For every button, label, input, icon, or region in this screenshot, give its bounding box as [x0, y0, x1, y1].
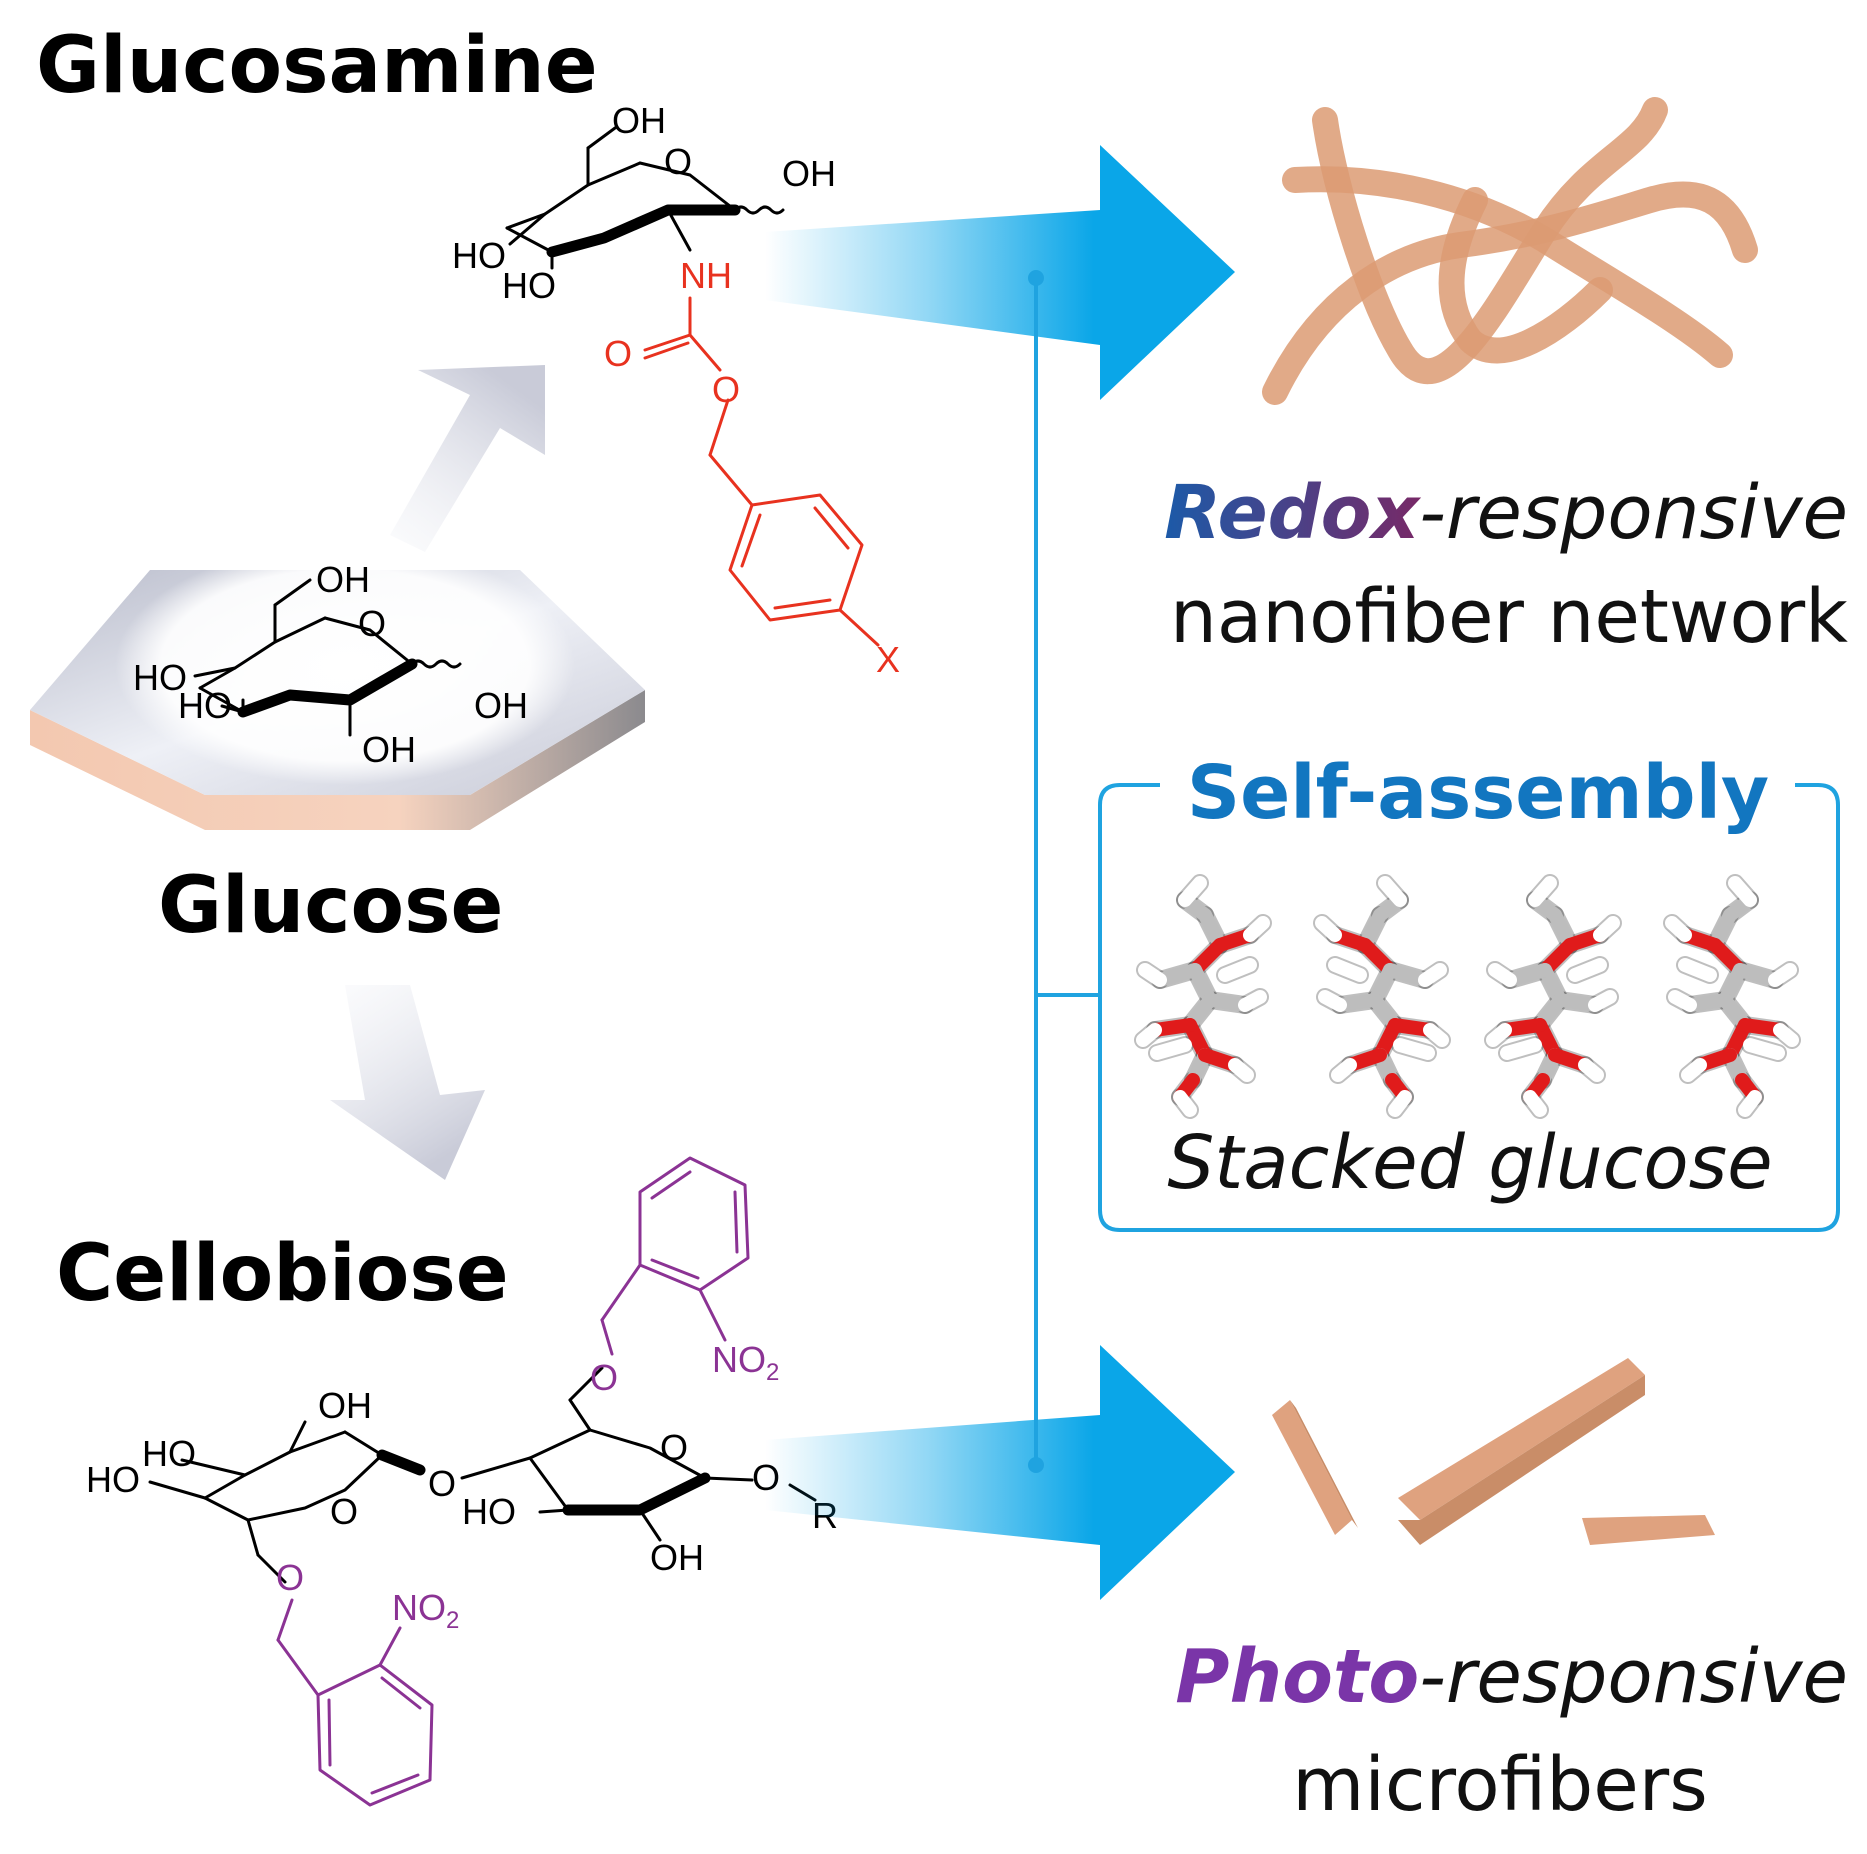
model-bond [1173, 1090, 1197, 1117]
cellobiose-title: Cellobiose [56, 1229, 509, 1319]
glucose-ho-lower: HO [178, 685, 232, 726]
nitro-group-upper: NO2 [712, 1339, 779, 1386]
nanofiber-network [1262, 97, 1758, 405]
model-bond [1500, 1038, 1542, 1060]
nitro-group-lower: NO2 [392, 1587, 459, 1634]
model-bond [1150, 1038, 1192, 1060]
glucose-structure: OH O HO HO OH OH [133, 559, 528, 770]
glucose-hexagon-slab [30, 545, 645, 830]
glucose-title: Glucose [158, 861, 503, 951]
model-bond [1743, 1038, 1785, 1060]
glucose-oh-top: OH [316, 559, 370, 600]
model-bond [1418, 963, 1447, 987]
substituent-x: X [876, 639, 900, 680]
model-bond [1578, 1058, 1604, 1082]
cellobiose-ho-left: HO [86, 1459, 140, 1500]
cellobiose-ether-o-lower: O [276, 1557, 304, 1598]
model-bond [1728, 876, 1757, 907]
glucosamine-nh: NH [680, 255, 732, 296]
model-bond [1178, 876, 1207, 907]
self-assembly-connector [1028, 270, 1100, 1473]
model-bond [1768, 963, 1797, 987]
cellobiose-ring-o-right: O [660, 1427, 688, 1468]
self-assembly-box: Self-assembly Stacked glucose [1098, 750, 1840, 1232]
photo-word: Photo [1175, 1634, 1419, 1720]
model-bond [1528, 876, 1557, 907]
model-bond [1423, 1023, 1449, 1047]
cellobiose-ether-o-upper: O [590, 1357, 618, 1398]
redox-suffix: -responsive [1419, 470, 1848, 556]
model-bond [1138, 963, 1167, 987]
glucose-ring-o: O [358, 603, 386, 644]
model-bond [1738, 1090, 1762, 1117]
model-bond [1388, 1090, 1412, 1117]
glucose-oh-bottom: OH [362, 729, 416, 770]
glucosamine-oh-right: OH [782, 153, 836, 194]
model-bond [1315, 916, 1342, 942]
glucose-stick-model [1486, 876, 1620, 1117]
redox-caption: Redox-responsive [1164, 470, 1848, 556]
connector-dot-top [1028, 270, 1044, 286]
model-bond [1393, 1038, 1435, 1060]
cellobiose-oh-bottom: OH [650, 1537, 704, 1578]
photo-caption: Photo-responsive [1175, 1634, 1848, 1720]
blue-arrow-bottom [765, 1345, 1235, 1600]
model-bond [1218, 958, 1257, 982]
redox-word: Redox [1164, 470, 1421, 556]
carbamate-ester-o: O [712, 369, 740, 410]
model-bond [1228, 1058, 1254, 1082]
stacked-glucose-caption: Stacked glucose [1167, 1120, 1772, 1206]
model-bond [1665, 916, 1692, 942]
cellobiose-oh-top: OH [318, 1385, 372, 1426]
cellobiose-ho-right: HO [462, 1491, 516, 1532]
self-assembly-title: Self-assembly [1187, 750, 1769, 836]
redox-caption-line2: nanofiber network [1170, 574, 1848, 660]
model-bond [1378, 876, 1407, 907]
model-bond [1318, 990, 1347, 1012]
microfibers [1272, 1358, 1715, 1545]
glucosamine-oh-top: OH [612, 100, 666, 141]
glucose-ho-left: HO [133, 657, 187, 698]
model-bond [1668, 990, 1697, 1012]
glucosamine-ho-left: HO [452, 235, 506, 276]
nitro-sub-upper: 2 [766, 1359, 779, 1386]
glucose-stick-model [1665, 876, 1799, 1117]
model-bond [1328, 958, 1367, 982]
cellobiose-glycosidic-o: O [428, 1463, 456, 1504]
grey-arrow-down [330, 985, 485, 1180]
nitro-no-upper: NO [712, 1339, 766, 1380]
model-bond [1488, 963, 1517, 987]
model-bond [1588, 990, 1617, 1012]
model-bond [1243, 916, 1270, 942]
nitro-no-lower: NO [392, 1587, 446, 1628]
photo-caption-line2: microfibers [1292, 1742, 1708, 1828]
blue-arrow-top [765, 145, 1235, 400]
model-bond [1136, 1023, 1162, 1047]
carbamate-carbonyl-o: O [604, 333, 632, 374]
model-bond [1238, 990, 1267, 1012]
stacked-glucose-models [1134, 874, 1801, 1119]
grey-arrow-up [390, 365, 545, 552]
model-bond [1331, 1058, 1357, 1082]
model-bond [1486, 1023, 1512, 1047]
model-bond [1568, 958, 1607, 982]
model-bond [1681, 1058, 1707, 1082]
glucose-oh-right: OH [474, 685, 528, 726]
cellobiose-ho-upper: HO [142, 1433, 196, 1474]
glucose-stick-model [1136, 876, 1270, 1117]
glucose-stick-model [1315, 876, 1449, 1117]
model-bond [1773, 1023, 1799, 1047]
connector-dot-bottom [1028, 1457, 1044, 1473]
model-bond [1593, 916, 1620, 942]
nitro-sub-lower: 2 [446, 1607, 459, 1634]
glucosamine-structure: OH O OH HO HO NH O O X [452, 100, 900, 680]
glucosamine-ring-o: O [664, 141, 692, 182]
photo-suffix: -responsive [1419, 1634, 1848, 1720]
cellobiose-ring-o-left: O [330, 1491, 358, 1532]
model-bond [1523, 1090, 1547, 1117]
model-bond [1678, 958, 1717, 982]
glucosamine-title: Glucosamine [36, 21, 598, 111]
glucosamine-ho-lower: HO [502, 265, 556, 306]
